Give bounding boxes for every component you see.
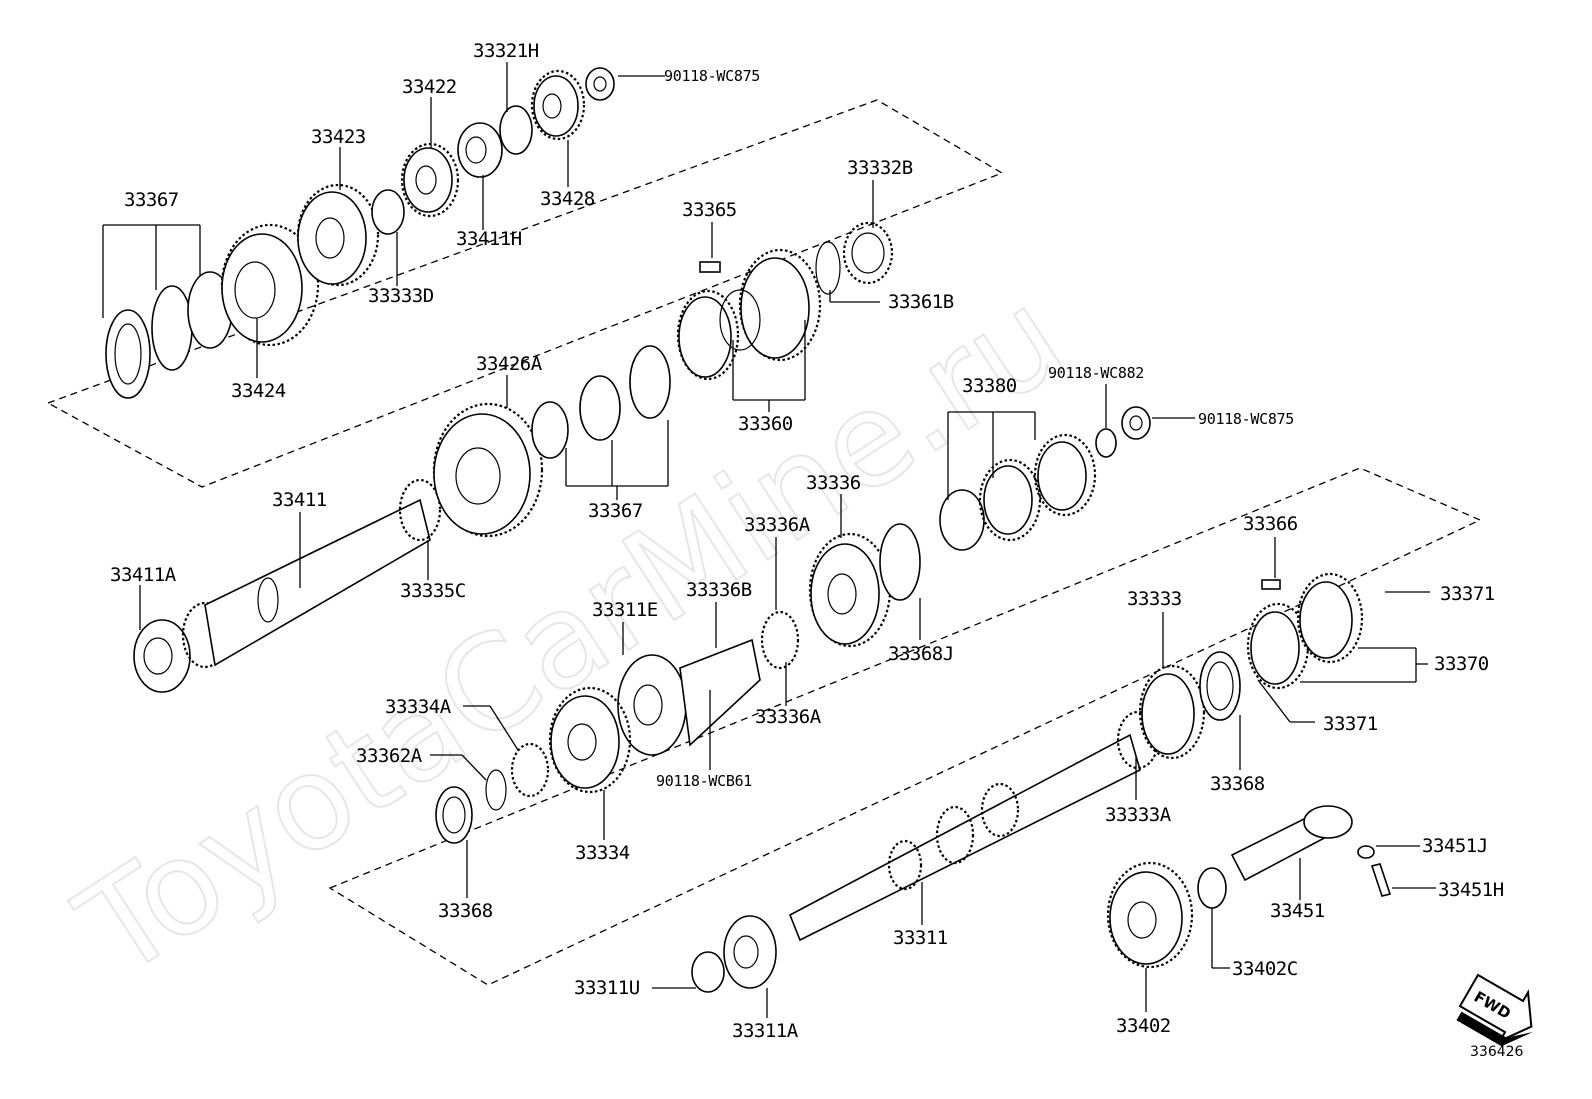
label-33361B: 33361B (888, 291, 954, 313)
leader-lines (102, 62, 1436, 1018)
needle-bearing-33334A (510, 742, 550, 798)
ring-33321H (499, 105, 533, 155)
label-90118-WC875-upper: 90118-WC875 (664, 67, 760, 85)
upper-group-outline (46, 99, 1004, 488)
seal-33311U (691, 951, 725, 993)
nut-90118-WC875-upper (585, 67, 615, 101)
fwd-arrow-icon: FWD (1456, 973, 1533, 1047)
label-33367-middle: 33367 (588, 500, 643, 522)
needle-bearing-33336A-upper (760, 610, 800, 670)
diagram-code: 336426 (1470, 1044, 1524, 1060)
label-33311A: 33311A (732, 1020, 799, 1042)
key-33365 (699, 261, 721, 273)
label-33428: 33428 (540, 188, 595, 210)
label-33333: 33333 (1127, 588, 1182, 610)
hub-sleeve-33380 (939, 433, 1097, 551)
label-33362A: 33362A (356, 745, 423, 767)
label-33422: 33422 (402, 76, 457, 98)
label-33371-upper: 33371 (1440, 583, 1495, 605)
label-33368-left: 33368 (438, 900, 493, 922)
label-33336A-upper: 33336A (744, 514, 811, 536)
label-33366: 33366 (1243, 513, 1298, 535)
gear-33334 (548, 686, 632, 794)
input-shaft-33411 (133, 478, 442, 693)
gear-33333 (1138, 664, 1206, 760)
bearing-33311A (723, 915, 777, 989)
label-33411A: 33411A (110, 564, 177, 586)
label-33365: 33365 (682, 199, 737, 221)
label-33368J: 33368J (888, 643, 954, 665)
label-33368-right: 33368 (1210, 773, 1265, 795)
label-33336A-lower: 33336A (755, 706, 822, 728)
bolt-33451H (1370, 863, 1392, 897)
label-90118-WC875-right: 90118-WC875 (1198, 410, 1294, 428)
label-33311: 33311 (893, 927, 948, 949)
label-33402C: 33402C (1232, 958, 1298, 980)
label-33321H: 33321H (473, 40, 539, 62)
synchronizer-ring-33368J (879, 523, 921, 601)
label-33333D: 33333D (368, 285, 434, 307)
gear-33422 (400, 142, 460, 218)
label-90118-WCB61: 90118-WCB61 (656, 772, 752, 790)
label-33311E: 33311E (592, 599, 658, 621)
label-33451H: 33451H (1438, 879, 1504, 901)
synchronizer-ring-33367-middle (531, 345, 671, 459)
label-33411H: 33411H (456, 228, 522, 250)
label-33332B: 33332B (847, 157, 913, 179)
label-33371-lower: 33371 (1323, 713, 1378, 735)
label-33411: 33411 (272, 489, 327, 511)
washer-90118-WC882 (1095, 428, 1117, 458)
label-33336B: 33336B (686, 579, 752, 601)
gear-33336 (808, 532, 892, 648)
synchronizer-ring-33367-upper (105, 271, 233, 399)
key-33366 (1261, 579, 1281, 590)
snap-ring-33362A (485, 769, 507, 811)
label-90118-WC882: 90118-WC882 (1048, 364, 1144, 382)
label-33367-upper: 33367 (124, 189, 179, 211)
label-33311U: 33311U (574, 977, 640, 999)
label-33402: 33402 (1116, 1015, 1171, 1037)
bearing-33311E (617, 638, 761, 756)
bushing-33333D (371, 189, 405, 235)
gear-33428 (530, 69, 586, 141)
label-33370: 33370 (1434, 653, 1489, 675)
label-33426A: 33426A (476, 353, 543, 375)
label-33451: 33451 (1270, 900, 1325, 922)
label-33380: 33380 (962, 375, 1017, 397)
washer-33402C (1197, 867, 1227, 909)
label-33334: 33334 (575, 842, 630, 864)
snap-ring-33361B (815, 241, 841, 295)
label-33451J: 33451J (1422, 835, 1488, 857)
washer-33451J (1357, 845, 1375, 859)
hub-sleeve-33370 (1246, 572, 1364, 690)
gear-33424 (220, 223, 320, 347)
gear-33423 (296, 183, 380, 287)
label-33334A: 33334A (385, 696, 452, 718)
watermark: ToyotaCarMine.ru (53, 260, 1089, 1007)
output-shaft-33311 (788, 710, 1160, 942)
label-33333A: 33333A (1105, 804, 1172, 826)
label-33336: 33336 (806, 472, 861, 494)
label-33360: 33360 (738, 413, 793, 435)
synchronizer-ring-33368-left (435, 786, 473, 844)
idler-shaft-33451 (1230, 805, 1353, 882)
gear-33426A (432, 402, 544, 538)
idler-gear-33402 (1106, 861, 1194, 969)
nut-90118-WC875-right (1121, 406, 1151, 440)
lower-group-outline (328, 467, 1482, 986)
label-33424: 33424 (231, 380, 286, 402)
label-33335C: 33335C (400, 580, 466, 602)
label-33423: 33423 (311, 126, 366, 148)
bearing-33411H (457, 122, 503, 178)
needle-bearing-33332B (842, 221, 894, 285)
synchronizer-ring-33368-right (1199, 651, 1241, 721)
hub-sleeve-33360 (676, 248, 822, 381)
